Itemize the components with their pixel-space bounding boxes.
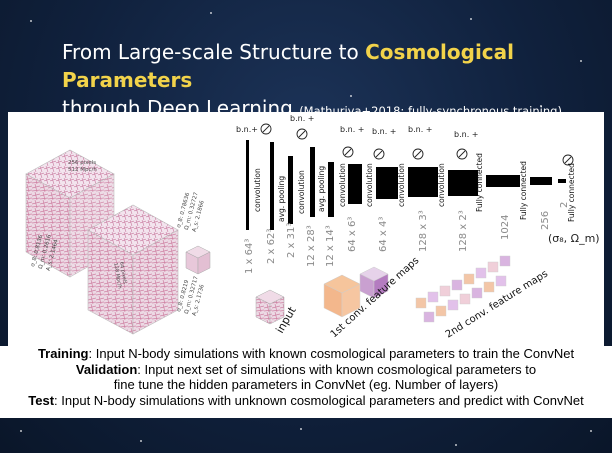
dim-6: 64 x 4³ [378,217,389,252]
star [470,18,472,20]
validation-line: Validation: Input next set of simulation… [0,362,612,378]
dim-0: 1 x 64³ [244,239,255,274]
training-label: Training [37,346,89,361]
layer-label-10: Fully connected [567,163,576,222]
validation-line-2: fine tune the hidden parameters in ConvN… [113,377,499,392]
bn-label-0: b.n.+ [236,125,258,134]
layer-label-3: avg. pooling [317,166,326,212]
test-line: Test: Input N-body simulations with unkn… [0,393,612,409]
training-text: : Input N-body simulations with known co… [88,346,575,361]
star [580,60,582,62]
dropout-icon [342,146,354,158]
layer-bar [348,164,362,204]
layer-bar [448,170,478,196]
bn-label-4: b.n. + [408,125,432,134]
dim-1: 2 x 62³ [266,229,277,264]
dim-2: 2 x 31³ [286,223,297,258]
test-text: : Input N-body simulations with unknown … [54,392,584,408]
validation-text: : Input next set of simulations with kno… [137,361,537,377]
network-architecture: b.n.+ b.n. + b.n. + b.n. + b.n. + b.n. + [236,114,600,341]
feature-map-1-cube [323,274,361,318]
cube-top-label-2: 512 Mpc/h [68,167,97,173]
dim-5: 64 x 6³ [347,217,358,252]
validation-label: Validation [75,361,138,377]
dim-9: 1024 [500,215,511,240]
layer-label-4: convolution [338,163,347,207]
dim-8: 128 x 2³ [458,210,469,252]
layer-label-7: convolution [437,163,446,207]
dropout-icon [373,148,385,160]
star [30,20,32,22]
cube-top-label-1: 256 pixels [68,160,96,166]
bn-label-3: b.n. + [372,127,396,136]
layer-label-2: convolution [297,170,306,214]
params-b: σ_8: 0.78636 Ω_m: 0.32727 A_s: 2.1866 [176,191,206,232]
layer-label-5: convolution [365,163,374,207]
training-line: Training: Input N-body simulations with … [0,346,612,362]
star [300,428,302,430]
feature-map-1-cube [359,266,389,299]
dim-4: 12 x 14³ [325,225,336,267]
layer-bar [530,177,552,185]
star [540,105,542,107]
layer-label-8: Fully connected [475,153,484,212]
layer-bar [288,156,293,224]
layer-bar [246,140,249,230]
dropout-icon [260,123,272,135]
diagram-panel: 256 pixels 512 Mpc/h 64 pixels 128 Mpc/h… [8,112,604,346]
dropout-icon [412,148,424,160]
bn-label-1: b.n. + [290,114,314,123]
description-box: Training: Input N-body simulations with … [0,346,612,418]
dropout-icon [456,148,468,160]
layer-label-6: convolution [397,163,406,207]
star [590,430,592,432]
dropout-icon [296,128,308,140]
star [140,440,142,442]
bn-label-2: b.n. + [340,125,364,134]
dropout-icon [562,154,574,166]
title-line-1: From Large-scale Structure to Cosmologic… [62,40,515,92]
dim-7: 128 x 3³ [418,210,429,252]
dim-11: 2 [559,202,570,208]
layer-bar [558,179,566,183]
mid-simulation-cube [87,204,179,335]
layer-bar [270,142,274,230]
test-label: Test [28,392,55,408]
diagram-svg: 256 pixels 512 Mpc/h 64 pixels 128 Mpc/h… [25,114,600,341]
cube-side-label-2: 128 Mpc/h [112,262,122,289]
star [210,12,212,14]
star [455,444,457,446]
title-highlight: Cosmological Parameters [62,40,515,92]
input-cube [255,289,285,325]
dim-3: 12 x 28³ [306,225,317,267]
dim-10: 256 [540,211,551,230]
small-sub-cube [185,245,211,275]
bn-label-5: b.n. + [454,130,478,139]
layer-bar [486,175,520,187]
layer-bar [408,167,438,197]
layer-label-0: convolution [253,168,262,212]
output-params: (σ₈, Ω_m) [548,232,600,245]
cube-side-labels: 64 pixels 128 Mpc/h [112,261,128,289]
feature-map-2-grid [415,255,511,323]
layer-label-1: avg. pooling [277,176,286,222]
params-c: σ_8: 0.8219 Ω_m: 0.32717 A_s: 2.1736 [176,275,206,316]
layer-bar [376,167,398,199]
star [120,80,122,82]
cube-side-label-1: 64 pixels [118,261,128,284]
star [20,430,22,432]
layer-bar [310,147,315,217]
layer-label-9: Fully connected [519,161,528,220]
layer-bar [328,162,334,217]
star [350,95,352,97]
